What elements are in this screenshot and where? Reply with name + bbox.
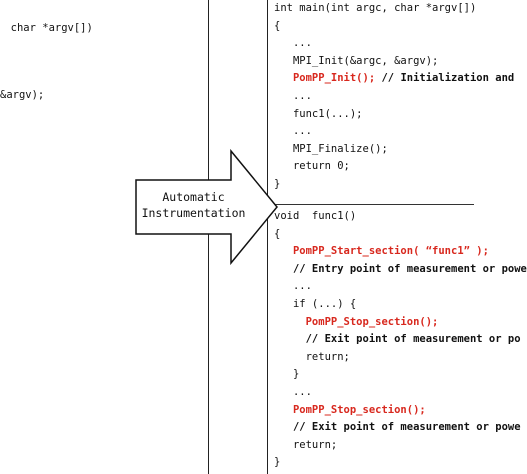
instrumentation-call: PomPP_Start_section( “func1” );	[274, 245, 489, 258]
code-line: if (...) {	[274, 298, 357, 310]
transform-arrow: Automatic Instrumentation	[135, 148, 279, 266]
code-line: void func1()	[274, 210, 357, 222]
instrumented-code-panel: int main(int argc, char *argv[]) { ... MP…	[267, 0, 527, 474]
code-comment: // Exit point of measurement or po	[274, 333, 521, 346]
code-line: return 0;	[274, 160, 350, 173]
code-line: int main(int argc, char *argv[])	[274, 2, 477, 14]
arrow-shape	[135, 148, 278, 266]
instrumentation-call: PomPP_Init();	[292, 72, 376, 85]
arrow-label-line2: Instrumentation	[141, 206, 246, 220]
code-comment: // Exit point of measurement or powe	[274, 421, 521, 434]
code-line: ...	[274, 125, 312, 138]
code-line: }	[274, 368, 300, 381]
original-code-panel: char *argv[]) &argv);	[0, 0, 209, 474]
code-line: {	[274, 227, 281, 240]
code-line: return;	[274, 350, 350, 363]
code-line: }	[274, 178, 281, 190]
code-line: PomPP_Init(); // Initialization and	[292, 72, 515, 85]
code-line: ...	[274, 37, 312, 50]
code-line: ...	[274, 386, 312, 398]
code-line: MPI_Finalize();	[274, 142, 388, 155]
code-line: {	[274, 19, 281, 32]
code-line: }	[274, 456, 281, 469]
code-line: return;	[274, 438, 338, 451]
instrumentation-call: PomPP_Stop_section();	[274, 403, 426, 416]
code-line: MPI_Init(&argc, &argv);	[274, 54, 439, 67]
code-line: ...	[274, 90, 312, 102]
code-comment: // Entry point of measurement or powe	[274, 262, 527, 275]
code-line: ...	[274, 280, 312, 293]
instrumentation-call: PomPP_Stop_section();	[274, 315, 439, 328]
left-code-line: char *argv[])	[0, 22, 93, 34]
left-code-line: &argv);	[0, 89, 45, 101]
arrow-label-line1: Automatic	[162, 190, 225, 204]
section-divider	[267, 204, 474, 205]
code-line: func1(...);	[274, 107, 363, 120]
